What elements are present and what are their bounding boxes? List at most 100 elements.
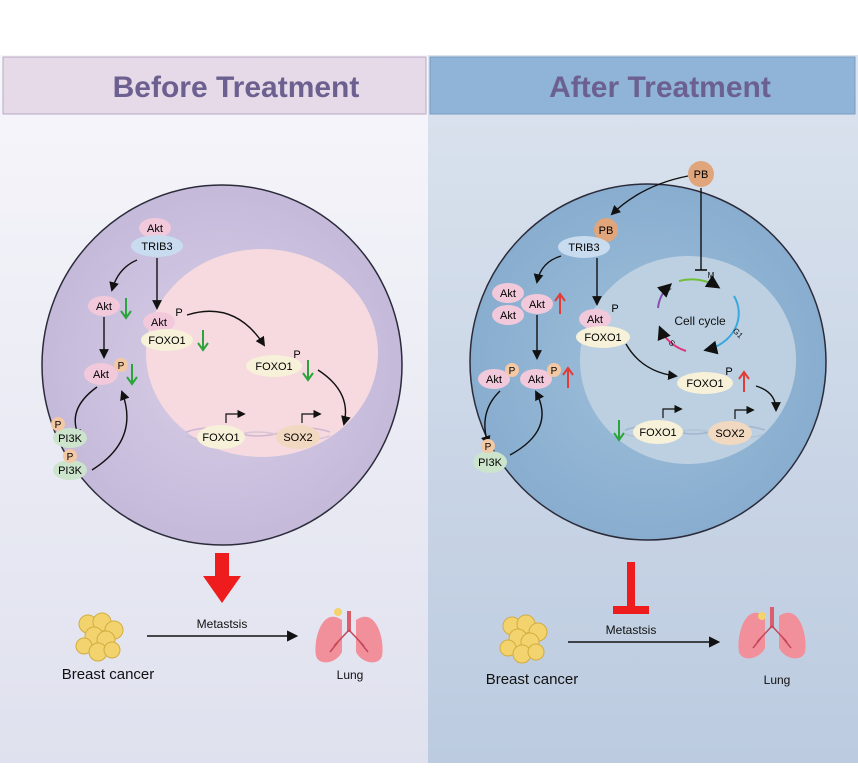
lung-icon [738,607,806,659]
phospho-badge [51,417,65,431]
foxo1-phospho-p: P [293,349,300,361]
foxo1-gene-node [633,420,683,444]
akt-phospho-label: Akt [93,369,109,381]
pi3k-node-1 [53,428,87,448]
akt-phospho-p-a: P [509,366,516,377]
arrow-pb-entry [610,175,689,216]
breast-cancer-label: Breast cancer [486,671,579,688]
akt-label-c: Akt [529,299,545,311]
phospho-label: P [118,361,125,372]
right-cell-diagram: PB PB TRIB3 Akt Akt Akt Akt P Akt P [469,161,827,541]
promoter-arrow-icon [301,409,322,423]
pb-internal-label: PB [599,225,614,237]
cell-cycle-icon [657,275,740,355]
akt-phospho-label-b: Akt [528,374,544,386]
pi3k-node [473,451,507,473]
up-arrow-icon [562,366,574,388]
trib3-label: TRIB3 [141,241,172,253]
sox2-gene-node [276,425,320,449]
akt-complex-node [579,309,611,329]
right-nucleus [580,256,796,464]
akt-phospho-node [84,363,118,385]
arrow-pi3k-to-pakt [509,390,544,456]
foxo1-phospho-label: FOXO1 [255,361,292,373]
right-header [429,56,856,115]
akt-label: Akt [147,223,163,235]
breast-cancer-label: Breast cancer [62,666,155,683]
akt-complex-node [143,312,175,332]
pi3k-label-1: PI3K [58,433,83,445]
foxo1-phospho-label: FOXO1 [686,378,723,390]
akt-node-c [521,294,553,314]
lung-icon [315,608,383,663]
pi3k-p-1: P [55,420,62,431]
arrow-trib3-to-akt [109,259,138,292]
pi3k-p: P [485,442,492,453]
foxo1-complex-node [141,329,193,351]
metastasis-label: Metastsis [606,623,657,637]
tumor-icon [499,614,548,664]
trib3-node [558,236,610,258]
sox2-gene-label: SOX2 [283,432,312,444]
phase-s-label: S [667,338,677,348]
foxo1-phospho-node [246,355,302,377]
arrow-pi3k-to-pakt [91,390,130,471]
akt-node-b [492,305,524,325]
akt-complex-p: P [611,303,618,315]
lung-label: Lung [337,668,364,682]
akt-label-a: Akt [500,288,516,300]
pb-internal-node [594,218,618,242]
arrow-foxo1p-to-dna [755,385,781,412]
pi3k-label-2: PI3K [58,465,83,477]
lung-label: Lung [764,673,791,687]
left-cell-diagram: Akt TRIB3 Akt Akt P Akt P FOXO1 [41,184,403,546]
pi3k-node-2 [53,460,87,480]
red-inhibition-bar-icon [613,562,649,614]
akt-phospho-p-b: P [551,366,558,377]
up-arrow-icon [738,370,750,392]
promoter-arrow-icon [225,409,246,423]
sox2-gene-label: SOX2 [715,428,744,440]
promoter-arrow-icon [734,405,755,419]
akt-phospho-label-a: Akt [486,374,502,386]
arrow-pakt-to-pi3k [480,390,501,446]
arrow-trib3-to-akt [533,255,562,284]
phospho-badge [505,363,519,377]
foxo1-gene-label: FOXO1 [639,427,676,439]
left-header [2,56,427,115]
akt-free-node [88,296,120,316]
red-down-arrow-icon [203,553,241,603]
foxo1-complex-label: FOXO1 [584,332,621,344]
akt-node [139,218,171,238]
foxo1-phospho-node [677,372,733,394]
foxo1-phospho-p: P [725,366,732,378]
phospho-badge [63,449,77,463]
promoter-arrow-icon [662,404,683,418]
akt-phospho-node-b [520,369,552,389]
pb-external-label: PB [694,169,709,181]
arrow-complex-to-foxo1p [186,310,266,347]
down-arrow-icon [197,330,209,352]
akt-label-b: Akt [500,310,516,322]
up-arrow-icon [554,292,566,314]
akt-node-a [492,283,524,303]
metastasis-label: Metastsis [197,617,248,631]
trib3-label: TRIB3 [568,242,599,254]
phospho-badge [114,358,128,372]
foxo1-gene-node [197,425,245,449]
arrow-complex-to-foxo1p [625,343,678,380]
right-title: After Treatment [549,71,771,104]
down-arrow-icon [613,420,625,442]
foxo1-gene-label: FOXO1 [202,432,239,444]
akt-complex-label: Akt [587,314,603,326]
left-nucleus [146,249,378,457]
left-title: Before Treatment [113,71,360,104]
foxo1-complex-node [576,326,630,348]
foxo1-complex-label: FOXO1 [148,335,185,347]
tumor-icon [75,612,124,662]
arrow-foxo1p-to-dna [317,369,351,426]
cell-cycle-label: Cell cycle [674,314,726,328]
phospho-badge [481,439,495,453]
